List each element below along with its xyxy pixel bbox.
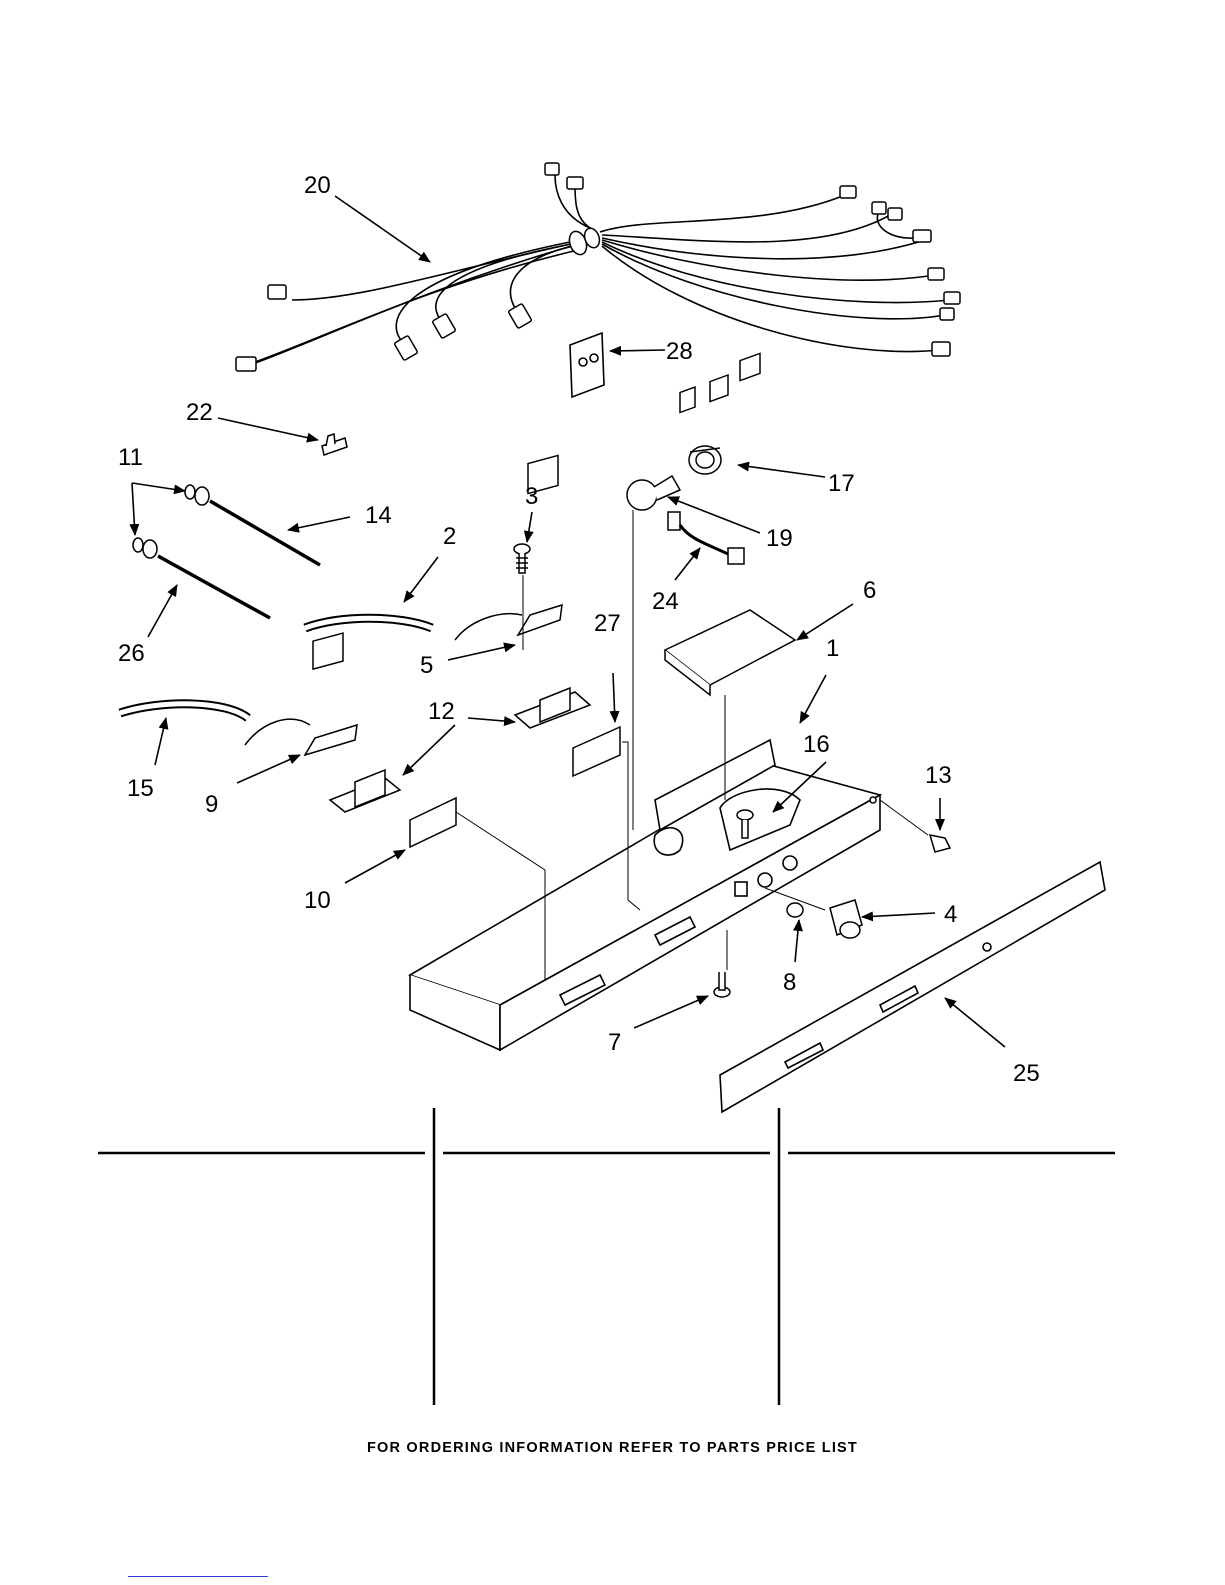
- callout-16: 16: [803, 731, 830, 758]
- part-13-screw: [870, 797, 950, 852]
- callout-2: 2: [443, 523, 456, 550]
- part-5-switch: [455, 455, 562, 640]
- part-3-screw: [514, 544, 530, 573]
- callout-15: 15: [127, 775, 154, 802]
- parts-table-grid: [98, 1108, 1115, 1405]
- part-25-trim: [720, 862, 1105, 1112]
- callout-20: 20: [304, 172, 331, 199]
- callout-11: 11: [118, 444, 143, 471]
- callout-4: 4: [944, 901, 957, 928]
- callout-1: 1: [826, 635, 839, 662]
- callout-17: 17: [828, 470, 855, 497]
- callout-13: 13: [925, 762, 952, 789]
- callout-25: 25: [1013, 1060, 1040, 1087]
- callout-12: 12: [428, 698, 455, 725]
- callout-9: 9: [205, 791, 218, 818]
- part-19-24-jumper: [668, 512, 744, 564]
- part-17-socket: [689, 446, 721, 474]
- callout-14: 14: [365, 502, 392, 529]
- callout-8: 8: [783, 969, 796, 996]
- callout-27: 27: [594, 610, 621, 637]
- callout-7: 7: [608, 1029, 621, 1056]
- callout-3: 3: [525, 483, 538, 510]
- callout-10: 10: [304, 887, 331, 914]
- callout-5: 5: [420, 652, 433, 679]
- ordering-info-footer: FOR ORDERING INFORMATION REFER TO PARTS …: [0, 1440, 1225, 1456]
- callout-24: 24: [652, 588, 679, 615]
- part-1-housing: [410, 740, 880, 1050]
- part-12-brackets: [330, 688, 590, 812]
- part-9-switch: [245, 633, 357, 755]
- callout-28: 28: [666, 338, 693, 365]
- callout-19: 19: [766, 525, 793, 552]
- part-28-plate: [570, 333, 604, 397]
- part-27-label: [573, 727, 620, 776]
- part-7-screw: [714, 972, 730, 997]
- bulb: [627, 476, 680, 510]
- callout-22: 22: [186, 399, 213, 426]
- callout-26: 26: [118, 640, 145, 667]
- bottom-link-underline: [128, 1576, 268, 1577]
- part-22-clip: [322, 434, 347, 455]
- part-10-label: [410, 798, 456, 847]
- parts-11-14-26: [133, 485, 320, 618]
- callout-6: 6: [863, 577, 876, 604]
